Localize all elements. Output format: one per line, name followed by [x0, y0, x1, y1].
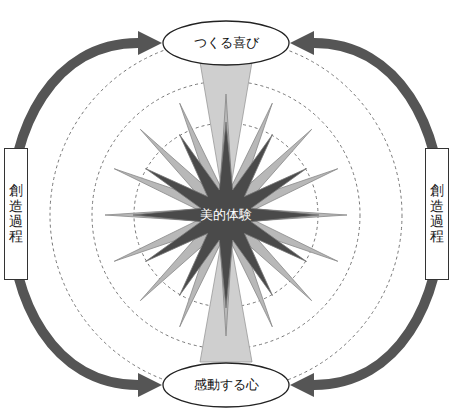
center-star: 美的体験	[101, 90, 351, 340]
process-label-box: 創造過程	[425, 148, 449, 280]
bottom-ellipse: 感動する心	[162, 362, 290, 408]
top-ellipse: つくる喜び	[162, 20, 290, 66]
edge-label: 創造過程	[9, 183, 23, 245]
process-label-box: 創造過程	[4, 148, 28, 280]
node-label: 感動する心	[194, 376, 259, 394]
node-label: つくる喜び	[194, 34, 259, 52]
edge-label: 創造過程	[430, 183, 444, 245]
node-label: 美的体験	[200, 206, 252, 224]
